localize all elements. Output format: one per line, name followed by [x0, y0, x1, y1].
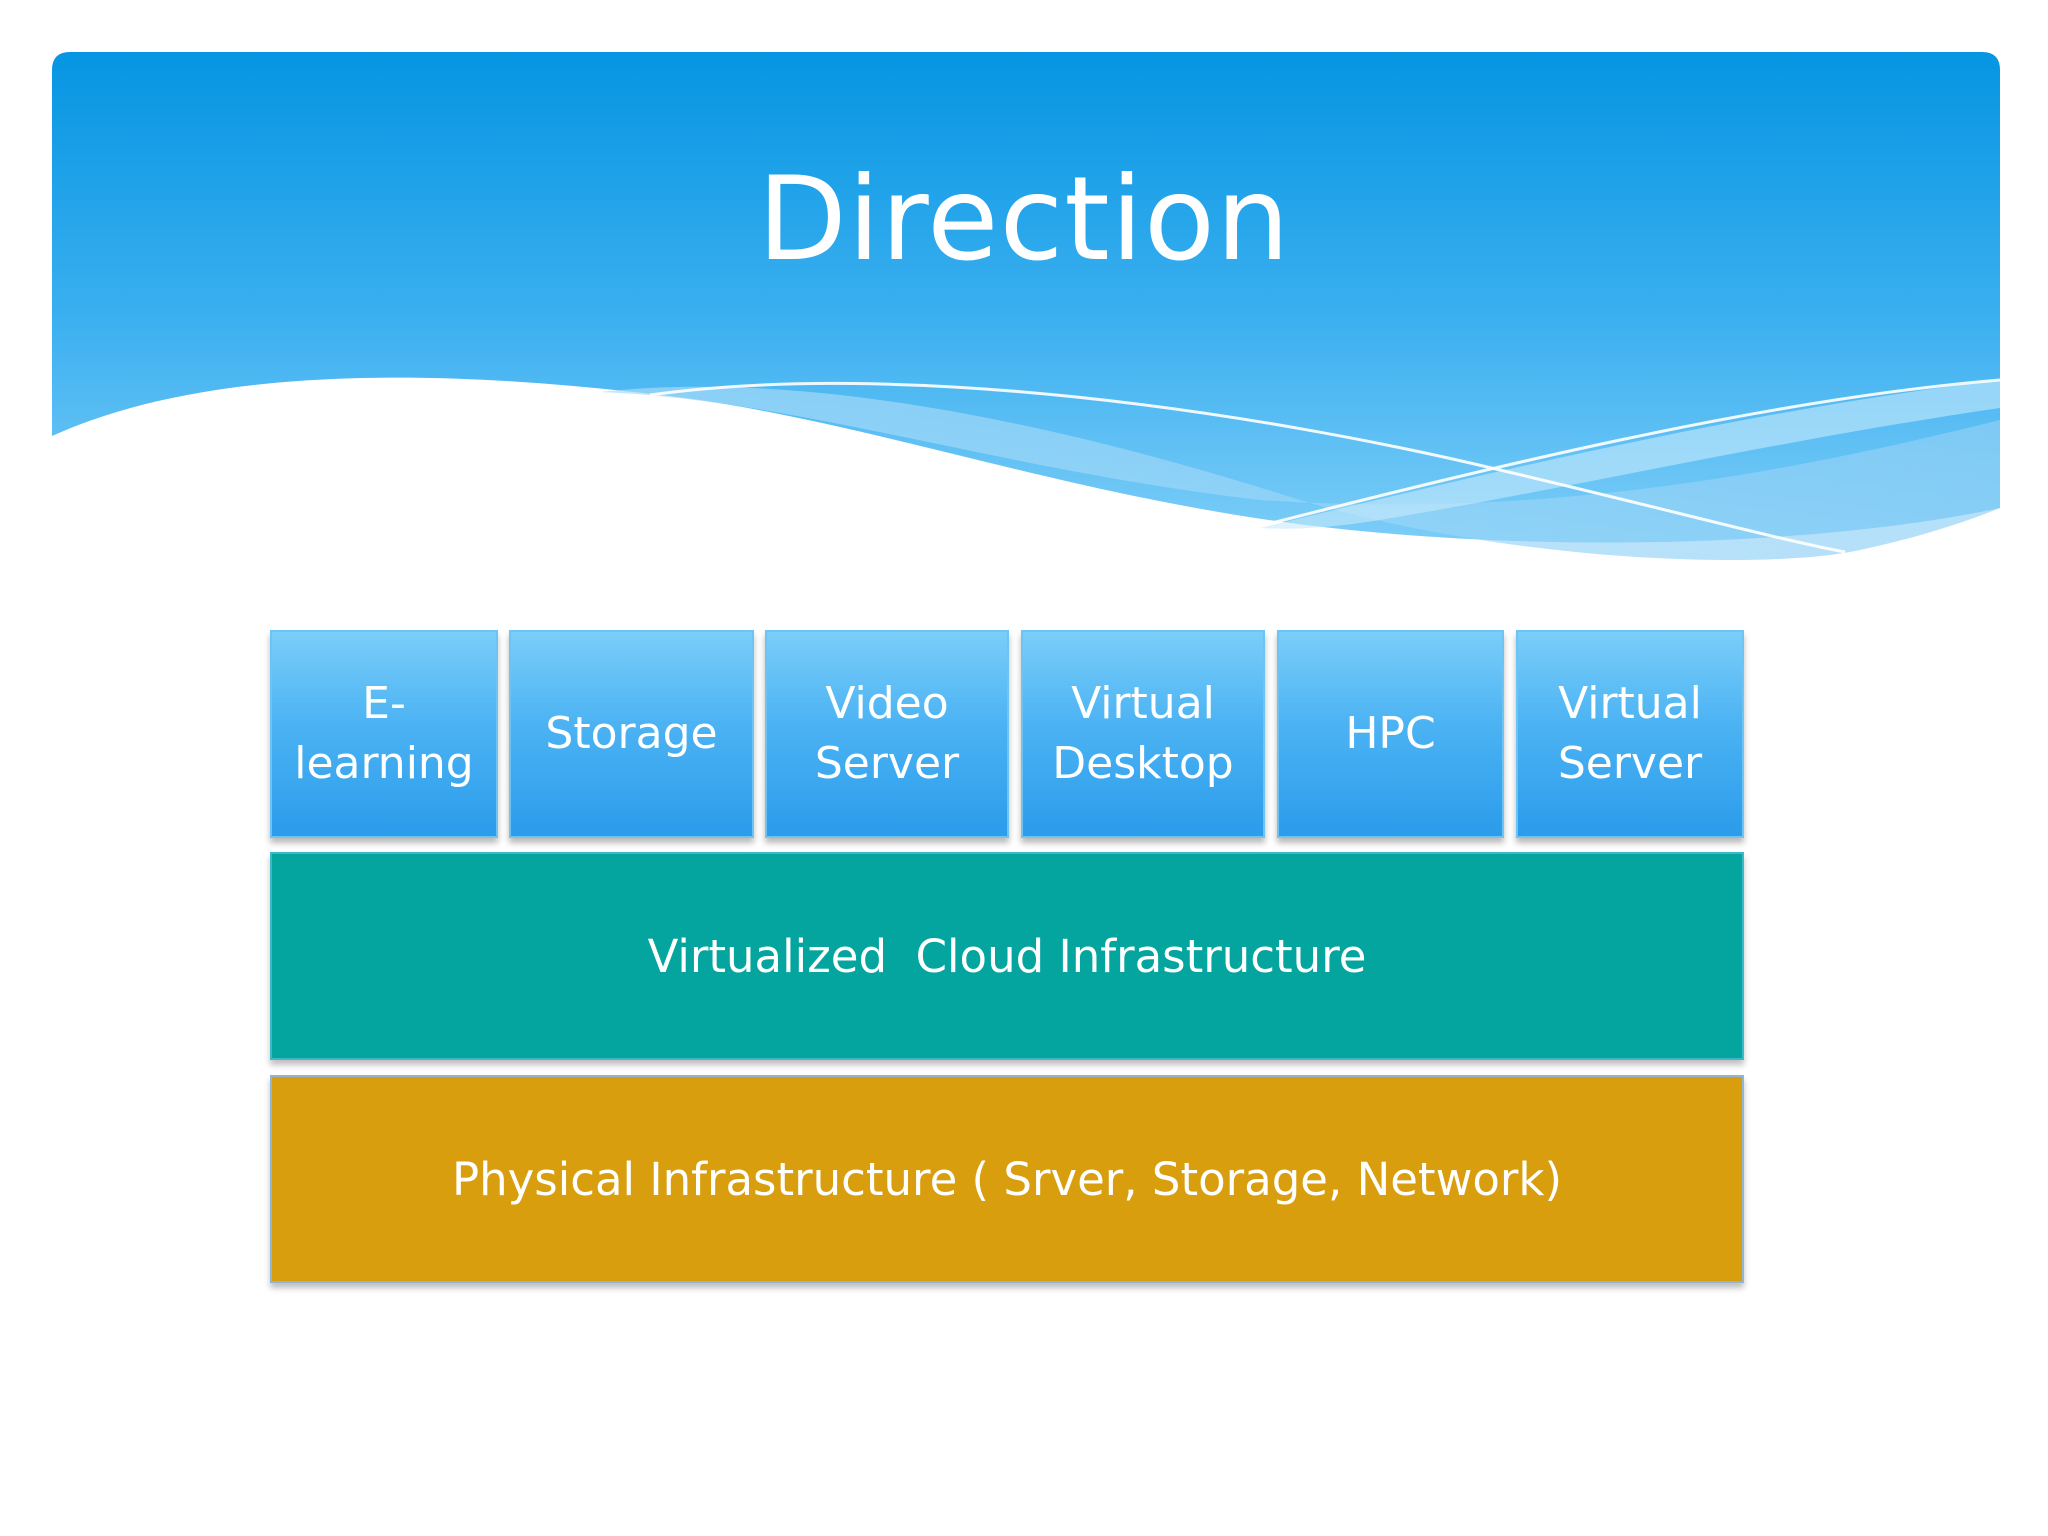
service-label: Virtual Server — [1557, 678, 1703, 789]
slide-title: Direction — [757, 152, 1291, 287]
service-box-hpc: HPC — [1277, 630, 1504, 838]
service-label: HPC — [1345, 708, 1436, 759]
virtualized-cloud-infrastructure-layer: Virtualized Cloud Infrastructure — [270, 852, 1744, 1060]
service-box-storage: Storage — [509, 630, 754, 838]
layer-label: Physical Infrastructure ( Srver, Storage… — [451, 1152, 1563, 1206]
service-box-virtual-server: Virtual Server — [1516, 630, 1744, 838]
header-wave-background — [52, 52, 2001, 561]
service-label: E- learning — [294, 678, 474, 789]
layer-label: Virtualized Cloud Infrastructure — [647, 929, 1367, 983]
service-label: Storage — [545, 708, 718, 759]
physical-infrastructure-layer: Physical Infrastructure ( Srver, Storage… — [270, 1075, 1744, 1283]
service-box-video-server: Video Server — [765, 630, 1009, 838]
service-label: Video Server — [814, 678, 960, 789]
service-box-e-learning: E- learning — [270, 630, 498, 838]
service-label: Virtual Desktop — [1052, 678, 1234, 789]
service-box-virtual-desktop: Virtual Desktop — [1021, 630, 1265, 838]
